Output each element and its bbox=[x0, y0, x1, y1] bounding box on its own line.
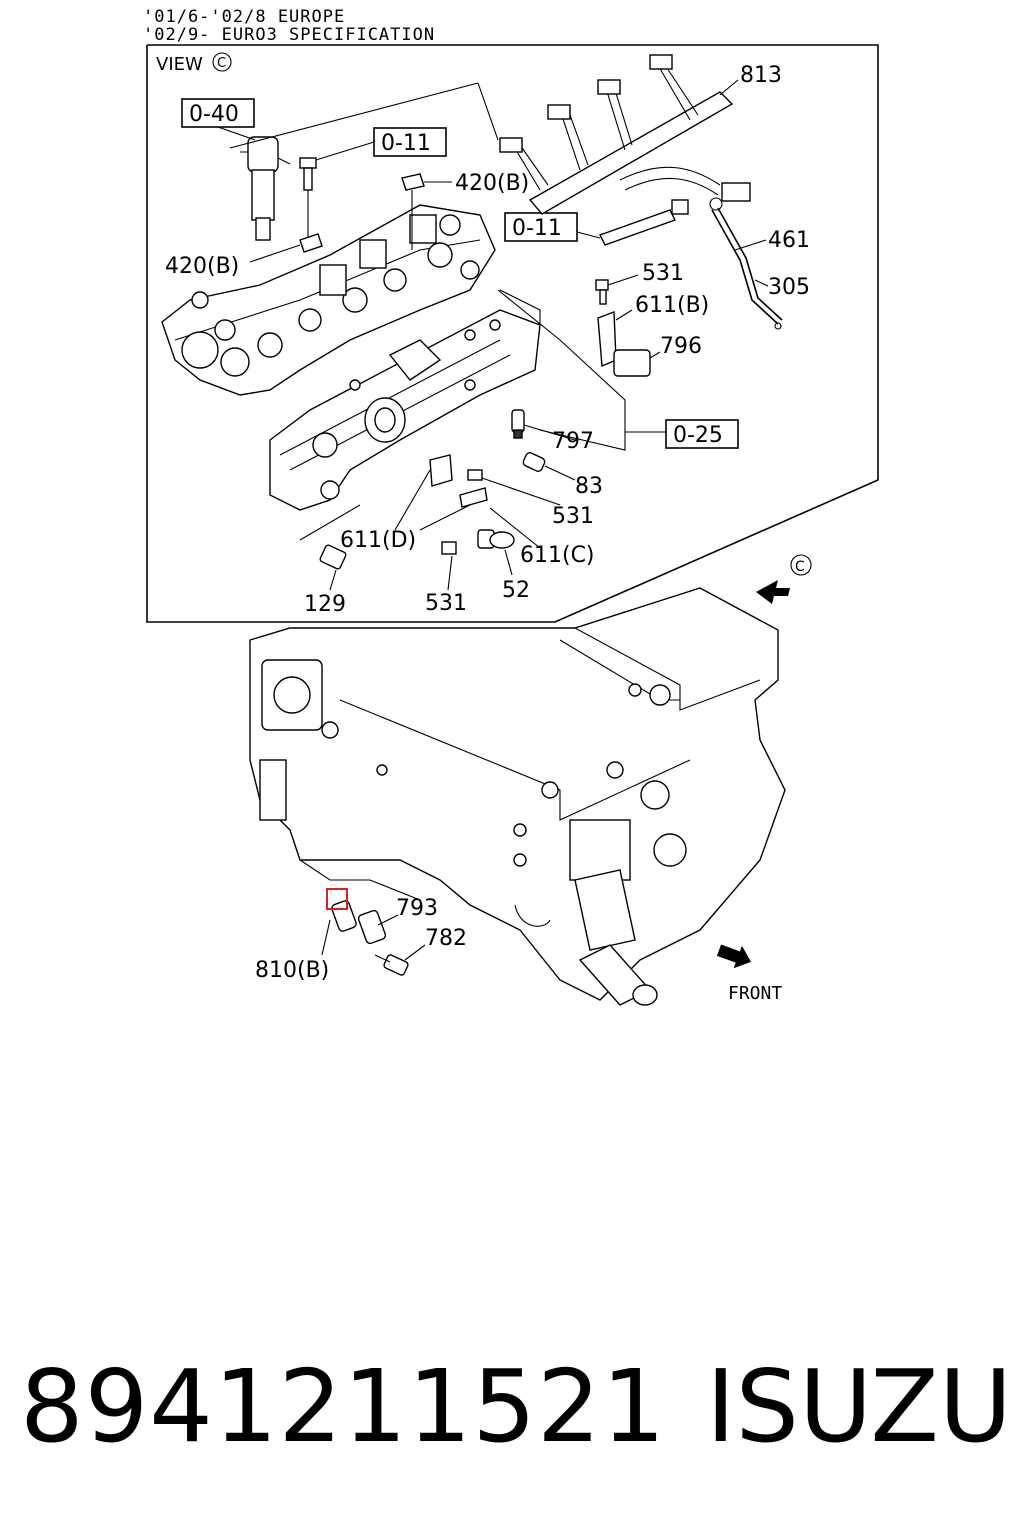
svg-text:C: C bbox=[795, 559, 805, 575]
callout-420b-left: 420(B) bbox=[165, 254, 239, 279]
ref-box-0-40[interactable]: 0-40 bbox=[181, 98, 255, 128]
view-label: VIEW bbox=[156, 54, 203, 75]
spec-line-1: '01/6-'02/8 EUROPE bbox=[143, 7, 345, 27]
callout-461: 461 bbox=[768, 228, 810, 253]
callout-420b-top: 420(B) bbox=[455, 171, 529, 196]
view-frame bbox=[146, 44, 879, 623]
callout-796: 796 bbox=[660, 334, 702, 359]
callout-52: 52 bbox=[502, 578, 530, 603]
sensor-810b-drawing bbox=[321, 900, 426, 976]
svg-text:0-11: 0-11 bbox=[381, 131, 431, 156]
ref-box-0-11-top[interactable]: 0-11 bbox=[373, 127, 447, 157]
callout-611c: 611(C) bbox=[520, 543, 595, 568]
front-label: FRONT bbox=[728, 983, 782, 1004]
injector-drawing bbox=[217, 126, 291, 241]
callout-129: 129 bbox=[304, 592, 346, 617]
small-parts-drawing bbox=[299, 409, 576, 591]
ref-box-0-11-mid[interactable]: 0-11 bbox=[504, 212, 578, 242]
callout-810b: 810(B) bbox=[255, 958, 329, 983]
bracket-0-25-leader bbox=[229, 82, 666, 451]
callout-531-a: 531 bbox=[642, 261, 684, 286]
ref-box-0-25[interactable]: 0-25 bbox=[665, 419, 739, 449]
front-arrow-icon bbox=[716, 944, 751, 969]
bolt-top-drawing bbox=[299, 141, 375, 240]
highlight-box[interactable] bbox=[326, 888, 348, 910]
svg-text:0-40: 0-40 bbox=[189, 102, 239, 127]
sensor-bracket-drawing bbox=[595, 274, 661, 377]
callout-531-c: 531 bbox=[425, 591, 467, 616]
callout-813: 813 bbox=[740, 63, 782, 88]
view-c-arrow-icon: C bbox=[756, 554, 812, 604]
view-c-mark: C bbox=[212, 52, 232, 72]
callout-611b: 611(B) bbox=[635, 293, 709, 318]
callout-782: 782 bbox=[425, 926, 467, 951]
svg-text:C: C bbox=[217, 56, 226, 71]
brand-name: ISUZU bbox=[706, 1348, 1013, 1465]
spec-line-2: '02/9- EURO3 SPECIFICATION bbox=[143, 25, 435, 45]
callout-305: 305 bbox=[768, 275, 810, 300]
callout-83: 83 bbox=[575, 474, 603, 499]
callout-793: 793 bbox=[396, 896, 438, 921]
callout-611d: 611(D) bbox=[340, 528, 416, 553]
wiring-harness-drawing bbox=[499, 54, 751, 215]
svg-text:0-25: 0-25 bbox=[673, 423, 723, 448]
clamp-420b-drawing bbox=[249, 173, 452, 263]
cylinder-head-drawing bbox=[161, 204, 496, 396]
engine-block-drawing bbox=[249, 587, 786, 1006]
sensor-rod-drawing bbox=[576, 199, 689, 246]
intake-manifold-drawing bbox=[269, 289, 541, 511]
callout-531-b: 531 bbox=[552, 504, 594, 529]
callout-797: 797 bbox=[552, 429, 594, 454]
svg-text:0-11: 0-11 bbox=[512, 216, 562, 241]
dipstick-drawing bbox=[709, 197, 783, 330]
part-number: 8941211521 bbox=[20, 1348, 667, 1465]
